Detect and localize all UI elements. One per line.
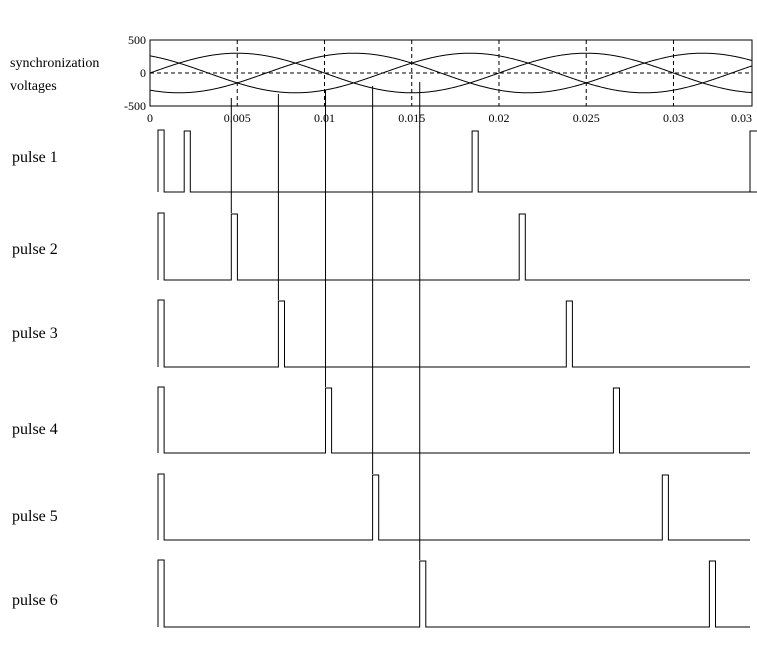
x-tick-label-3: 0.015 — [398, 111, 425, 125]
x-tick-label-6: 0.03 — [663, 111, 684, 125]
x-tick-label-5: 0.025 — [573, 111, 600, 125]
y-tick-label-2: -500 — [124, 99, 146, 113]
sync-wave-2 — [149, 52, 753, 94]
pulse-train-6 — [157, 559, 750, 628]
pulse-label-3: pulse 3 — [12, 325, 58, 342]
sync-wave-1 — [149, 52, 753, 94]
pulse-label-1: pulse 1 — [12, 149, 58, 166]
pulse-label-2: pulse 2 — [12, 241, 58, 258]
x-tick-label-2: 0.01 — [314, 111, 335, 125]
pulse-train-1 — [157, 129, 757, 193]
x-tick-label-0: 0 — [147, 111, 153, 125]
pulse-train-4 — [157, 386, 750, 454]
pulse-train-5 — [157, 473, 750, 541]
sync-label-line2: voltages — [10, 79, 57, 94]
pulse-train-2 — [157, 212, 750, 281]
pulse-label-5: pulse 5 — [12, 508, 58, 525]
y-tick-label-0: 500 — [128, 33, 146, 47]
x-tick-label-1: 0.005 — [224, 111, 251, 125]
x-tick-label-7: 0.03 — [731, 111, 752, 125]
pulse-label-4: pulse 4 — [12, 421, 58, 438]
pulse-label-6: pulse 6 — [12, 592, 58, 609]
sync-label-line1: synchronization — [10, 56, 100, 71]
y-tick-label-1: 0 — [140, 66, 146, 80]
pulse-train-3 — [157, 299, 750, 368]
sync-wave-3 — [149, 52, 753, 94]
x-tick-label-4: 0.02 — [488, 111, 509, 125]
